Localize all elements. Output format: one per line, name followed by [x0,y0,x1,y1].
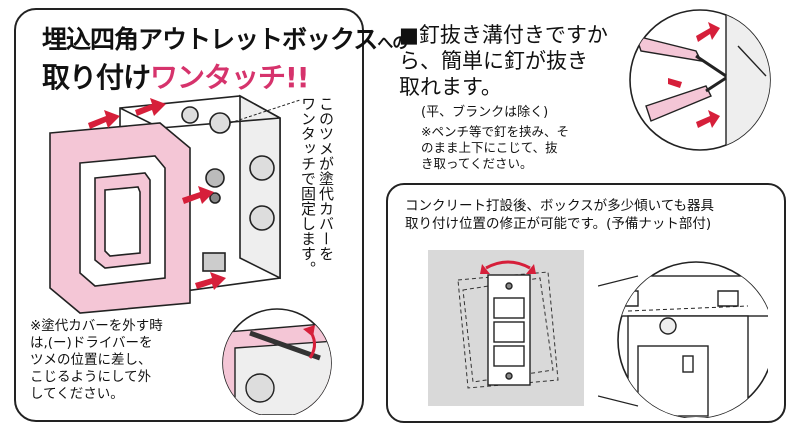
screwdriver-detail-circle [222,308,332,415]
removal-note-line: こじるようにして外 [30,369,152,385]
concrete-adjust-text: コンクリート打設後、ボックスが多少傾いても器具 取り付け位置の修正が可能です。(… [405,197,714,233]
arrow-group [88,98,226,290]
pliers-note-line: のまま上下にこじて、抜 [421,140,558,155]
pliers-detail-circle [629,9,771,151]
callout-text-col-1: このツメが塗代カバーを [317,96,335,261]
title-line-2: 取り付けワンタッチ!! [42,56,310,96]
removal-note-line: ※塗代カバーを外す時 [30,318,163,334]
concrete-line: 取り付け位置の修正が可能です。(予備ナット部付) [405,216,712,232]
title-line-2-main: 取り付け [42,61,151,94]
concrete-line: コンクリート打設後、ボックスが多少傾いても器具 [405,198,715,214]
title-line-1-suffix: への [377,33,408,52]
nail-groove-line: ■釘抜き溝付きですか [399,23,608,47]
title-line-1: 埋込四角アウトレットボックスへの [42,20,408,56]
pliers-note-line: き取ってください。 [421,156,533,171]
callout-text-col-2: ワンタッチで固定します。 [299,96,317,276]
nail-groove-line: ら、簡単に釘が抜き [399,49,588,73]
title-line-2-accent: ワンタッチ!! [150,61,310,94]
nut-detail-circle [598,261,768,418]
nail-groove-heading: ■釘抜き溝付きですか ら、簡単に釘が抜き 取れます。 [399,22,608,100]
pliers-note: ※ペンチ等で釘を挟み、そ のまま上下にこじて、抜 き取ってください。 [421,124,569,172]
tilt-adjust-illustration [428,250,584,406]
nail-groove-exception: (平、ブランクは除く) [421,105,549,120]
removal-note-line: ツメの位置に差し、 [30,352,152,368]
nail-groove-line: 取れます。 [399,75,502,99]
title-line-1-main: 埋込四角アウトレットボックス [42,25,378,54]
removal-note: ※塗代カバーを外す時 は,(ー)ドライバーを ツメの位置に差し、 こじるようにし… [30,318,215,403]
removal-note-line: は,(ー)ドライバーを [30,335,153,351]
outlet-box-illustration [49,94,300,314]
pliers-note-line: ※ペンチ等で釘を挟み、そ [421,124,569,139]
removal-note-line: してください。 [30,386,124,402]
pink-cover [49,122,191,314]
